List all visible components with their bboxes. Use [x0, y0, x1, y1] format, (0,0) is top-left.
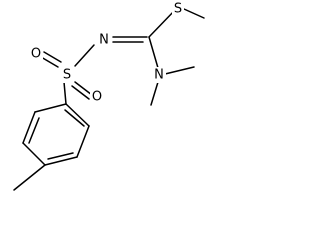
bond-s-o-upper-a: [40, 56, 59, 68]
ring-inner-bond-a: [28, 117, 40, 144]
ring-bond-2: [22, 111, 36, 144]
atom-n-amine-label: N: [154, 68, 164, 83]
bond-s-o-upper-b: [43, 51, 62, 63]
bond-n-imine-s-sulfonyl: [74, 44, 95, 67]
ring-bond-4: [44, 156, 78, 166]
ring-bond-3: [22, 142, 46, 166]
bond-ring-methyl: [13, 164, 46, 191]
bond-s-o-lower-a: [74, 81, 93, 96]
bond-s-thio-central-carbon: [148, 8, 177, 38]
atom-s-thio-label: S: [174, 2, 182, 17]
bond-methyl-s-thio: [183, 8, 205, 19]
bond-n-amine-methyl-down: [150, 81, 159, 106]
chemical-structure-diagram: S N N S O O: [13, 1, 205, 191]
atom-o-upper: O: [29, 46, 43, 62]
atom-labels: S N N S O O: [29, 1, 184, 105]
bonds: [13, 8, 205, 191]
ring-inner-bond-b: [47, 152, 74, 160]
atom-o-upper-label: O: [31, 47, 41, 62]
atom-o-lower: O: [90, 89, 104, 105]
atom-s-sulfonyl-label: S: [63, 68, 71, 83]
bond-s-o-lower-b: [71, 85, 90, 100]
bond-carbon-n-amine: [148, 36, 159, 69]
ring-bond-5: [76, 125, 90, 158]
atom-o-lower-label: O: [92, 90, 102, 105]
atom-n-imine: N: [97, 32, 111, 48]
ring-bond-1: [34, 103, 67, 113]
atom-n-imine-label: N: [99, 33, 109, 48]
atom-s-sulfonyl: S: [61, 67, 73, 83]
atom-n-amine: N: [152, 67, 166, 83]
ring-inner-bond-c: [64, 109, 85, 127]
ring-bond-6: [65, 103, 90, 127]
atom-s-thio: S: [172, 1, 184, 17]
bond-s-sulfonyl-aryl: [63, 81, 67, 105]
bond-n-amine-methyl-right: [164, 66, 195, 75]
